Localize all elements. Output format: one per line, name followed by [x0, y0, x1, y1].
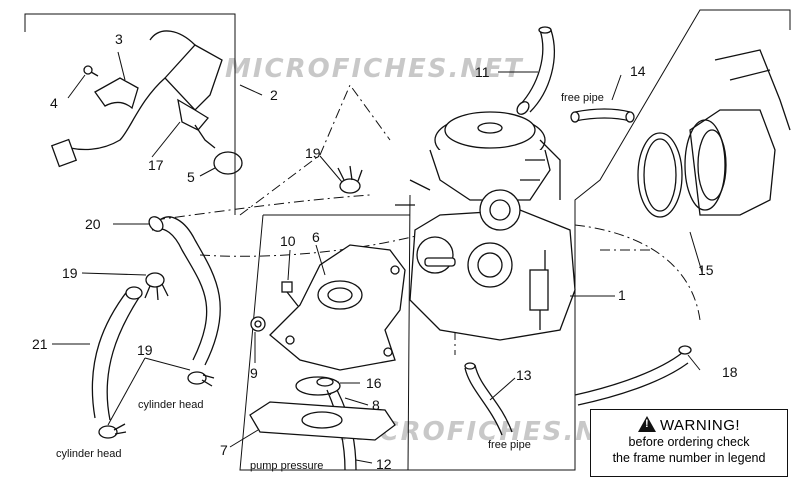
- callout-18: 18: [722, 364, 738, 380]
- warning-title: WARNING!: [659, 417, 741, 434]
- part-1-carburetor: [395, 111, 576, 341]
- leader-lines: [52, 51, 703, 464]
- text-labels: free pipe free pipe cylinder head cylind…: [56, 92, 604, 472]
- callout-16: 16: [366, 375, 382, 391]
- part-19-clip-top: [337, 165, 363, 194]
- part-21-hose: [91, 286, 143, 421]
- part-4-screw: [83, 65, 99, 77]
- label-cylinder-head-left: cylinder head: [56, 448, 121, 460]
- callout-6: 6: [312, 229, 320, 245]
- warning-box: WARNING! before ordering check the frame…: [590, 409, 788, 477]
- callout-7: 7: [220, 442, 228, 458]
- label-cylinder-head-right: cylinder head: [138, 399, 203, 411]
- part-19-clip-left: [144, 272, 169, 301]
- callout-13: 13: [516, 367, 532, 383]
- callout-21: 21: [32, 336, 48, 352]
- part-9-nut: [250, 316, 266, 332]
- part-19-clip-right: [187, 371, 215, 387]
- callout-1: 1: [618, 287, 626, 303]
- label-free-pipe-bottom: free pipe: [488, 439, 531, 451]
- callout-10: 10: [280, 233, 296, 249]
- watermark-top: MICROFICHES.NET: [225, 54, 524, 84]
- callout-2: 2: [270, 87, 278, 103]
- warning-line-2: the frame number in legend: [612, 451, 766, 465]
- group-frame-lines: [24, 9, 791, 471]
- callout-12: 12: [376, 456, 392, 472]
- callout-17: 17: [148, 157, 164, 173]
- callout-19-left: 19: [62, 265, 78, 281]
- callout-8: 8: [372, 397, 380, 413]
- part-10-bolt: [281, 281, 299, 307]
- part-16-clamp: [295, 376, 341, 396]
- part-13-pipe: [464, 362, 513, 436]
- part-15-intake-boot: [637, 49, 791, 218]
- part-17-sensor: [50, 30, 243, 175]
- callout-14: 14: [630, 63, 646, 79]
- label-pump-pressure: pump pressure: [250, 460, 323, 472]
- label-free-pipe-top: free pipe: [561, 92, 604, 104]
- callout-19-bottom: 19: [137, 342, 153, 358]
- callout-3: 3: [115, 31, 123, 47]
- part-11-pipe: [516, 26, 555, 115]
- callout-19-top: 19: [305, 145, 321, 161]
- part-18-hose: [574, 345, 692, 406]
- warning-line-1: before ordering check: [628, 435, 750, 449]
- routing-lines: [154, 83, 701, 396]
- callout-9: 9: [250, 365, 258, 381]
- part-7-gasket: [249, 401, 396, 441]
- part-20-hose: [148, 216, 221, 366]
- callout-11: 11: [475, 64, 490, 80]
- callout-numbers: 3 4 2 17 5 11 14 19 20 19 10 6 1 15 21 1…: [32, 31, 738, 472]
- part-3-clamp: [94, 77, 139, 110]
- callout-4: 4: [50, 95, 58, 111]
- callout-20: 20: [85, 216, 101, 232]
- warning-triangle-icon: [637, 416, 656, 432]
- callout-5: 5: [187, 169, 195, 185]
- part-19-clip-bottom: [98, 423, 127, 439]
- part-6-manifold: [269, 244, 406, 371]
- part-14-pipe: [570, 108, 635, 123]
- callout-15: 15: [698, 262, 714, 278]
